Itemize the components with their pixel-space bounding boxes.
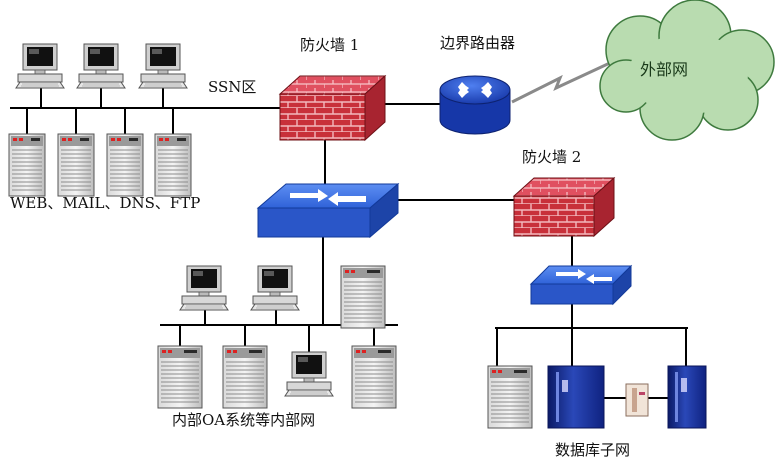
db-subnet-label: 数据库子网 [555, 441, 631, 459]
workstation-icon [138, 43, 188, 89]
server-icon [157, 345, 203, 409]
firewall-2-icon [512, 176, 616, 238]
workstation-icon [250, 265, 300, 311]
storage-icon [667, 365, 707, 429]
server-icon [351, 345, 397, 409]
storage-icon [547, 365, 605, 429]
tape-library-icon [625, 383, 649, 417]
server-icon [340, 265, 386, 329]
ssn-zone-label: SSN区 [208, 78, 257, 96]
border-router-label: 边界路由器 [440, 34, 516, 52]
workstation-icon [284, 351, 334, 397]
external-net-label: 外部网 [640, 60, 689, 79]
firewall-2-label: 防火墙 2 [522, 148, 582, 166]
workstation-icon [15, 43, 65, 89]
workstation-icon [76, 43, 126, 89]
server-icon [8, 133, 46, 197]
core-switch-icon [256, 182, 400, 239]
cloud-icon [599, 0, 775, 141]
server-icon [57, 133, 95, 197]
ssn-servers-label: WEB、MAIL、DNS、FTP [10, 194, 201, 212]
server-icon [487, 365, 533, 429]
server-icon [154, 133, 192, 197]
ssn-servers [8, 133, 192, 197]
db-switch-icon [529, 264, 633, 306]
server-icon [106, 133, 144, 197]
workstation-icon [179, 265, 229, 311]
ssn-workstations [15, 43, 188, 89]
internal-devices [157, 265, 397, 409]
server-icon [222, 345, 268, 409]
firewall-1-icon [278, 74, 387, 142]
db-devices [487, 365, 707, 429]
wan-link-icon [511, 60, 613, 104]
router-icon [439, 75, 511, 135]
firewall-1-label: 防火墙 1 [300, 36, 360, 54]
internal-oa-label: 内部OA系统等内部网 [172, 411, 316, 429]
